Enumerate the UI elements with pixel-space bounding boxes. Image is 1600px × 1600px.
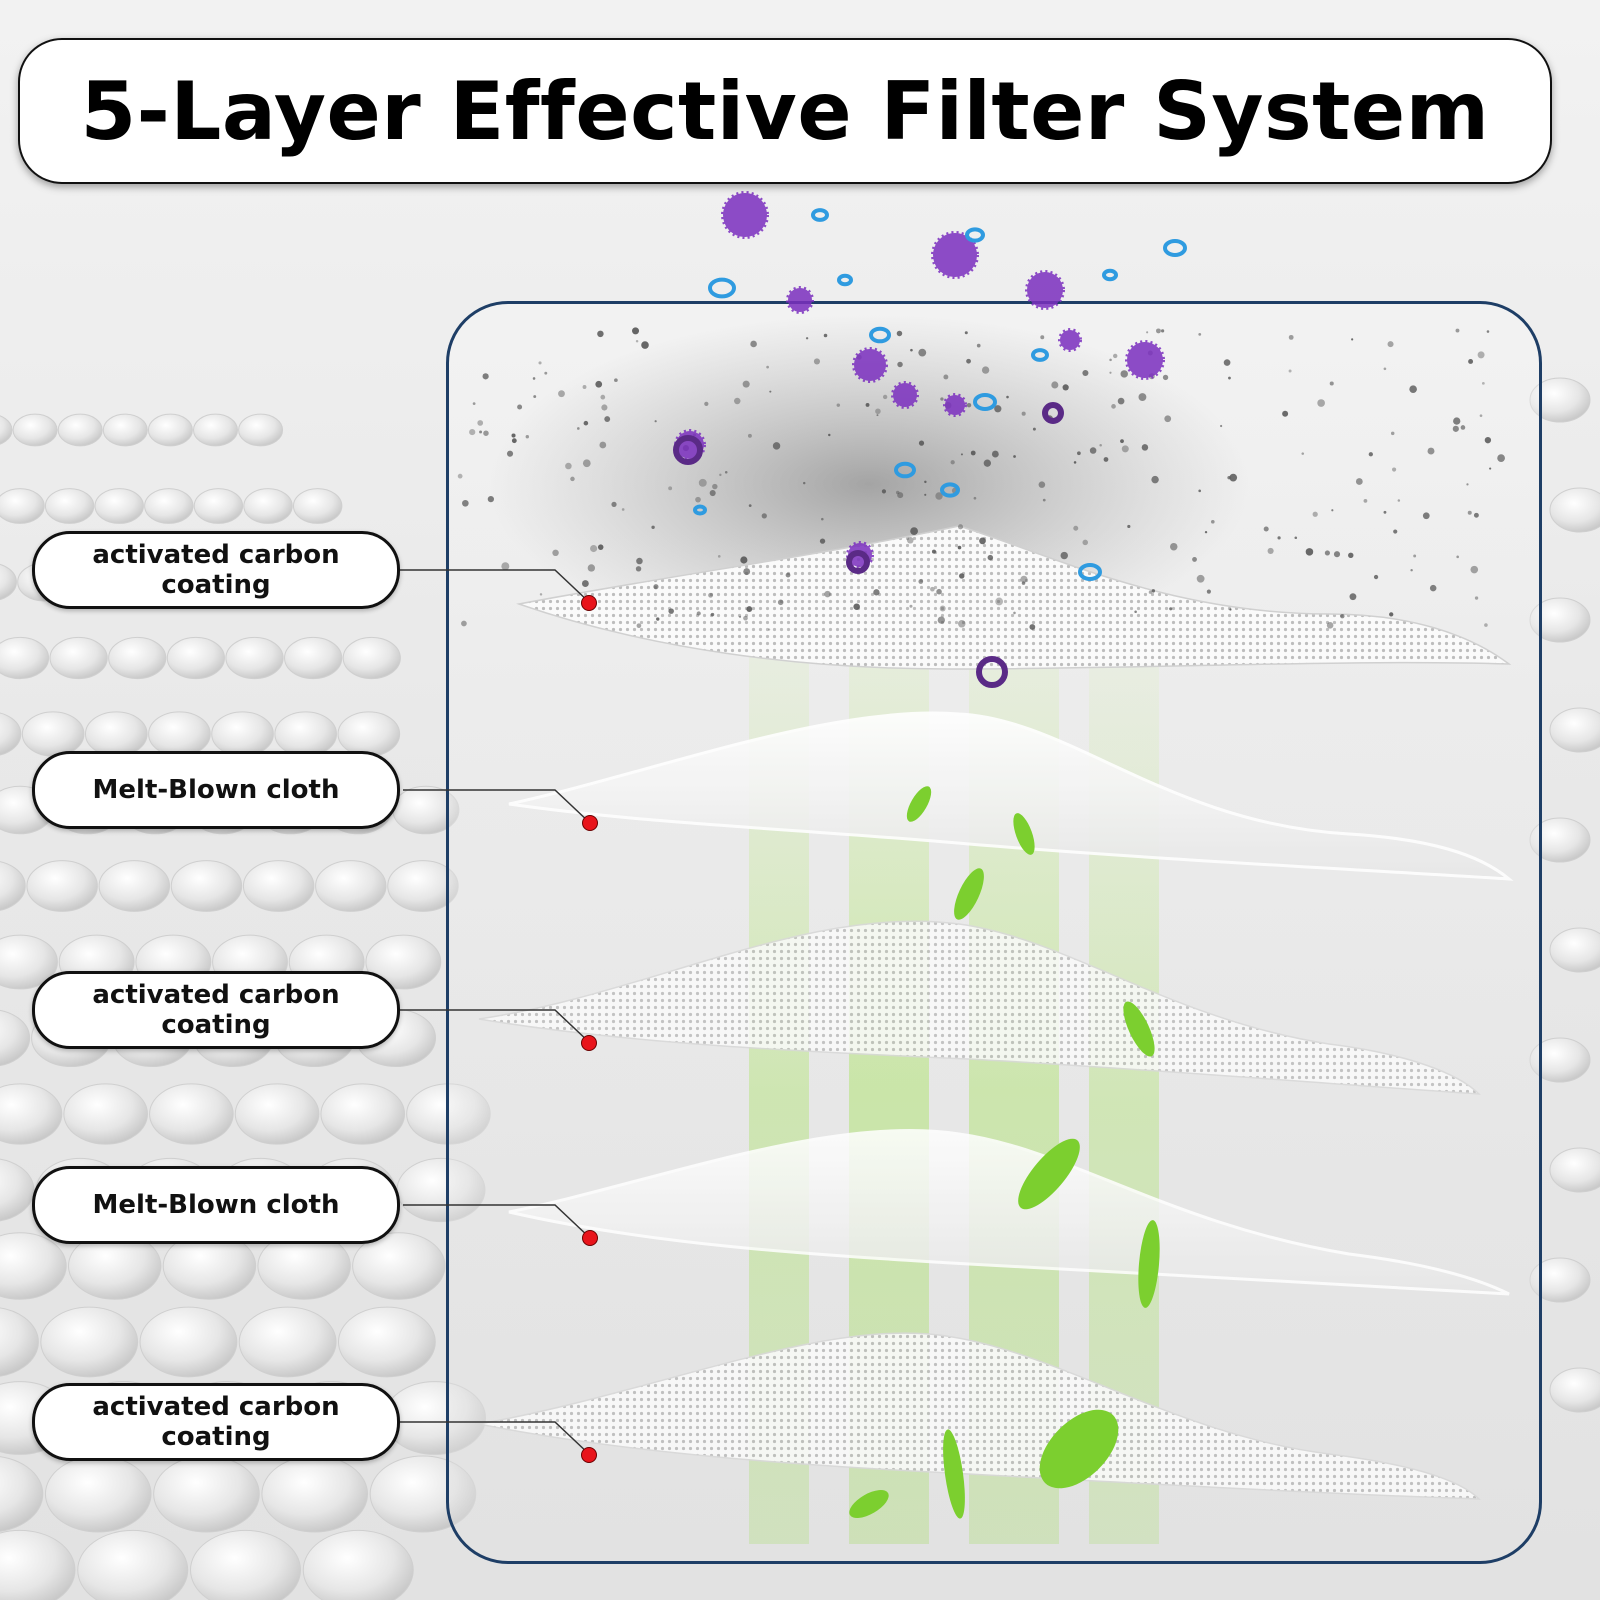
layer-label-5-text: activated carbon coating — [92, 1392, 340, 1452]
background-bubble — [149, 1083, 234, 1145]
layer-5-sheet — [478, 1332, 1481, 1500]
background-bubble — [0, 934, 58, 990]
background-bubble — [1549, 1367, 1600, 1413]
layer-label-3: activated carbon coating — [32, 971, 400, 1049]
background-bubble — [1529, 1257, 1591, 1303]
layer-5-marker — [581, 1447, 597, 1463]
background-bubble — [147, 413, 193, 447]
background-bubble — [225, 636, 284, 680]
background-bubble — [0, 712, 22, 756]
background-bubble — [1529, 597, 1591, 643]
background-bubble — [352, 1232, 446, 1300]
background-bubble — [170, 860, 243, 912]
background-bubble — [77, 1529, 189, 1600]
background-bubble — [44, 1455, 152, 1533]
background-bubble — [337, 1306, 436, 1378]
background-bubble — [153, 1455, 260, 1533]
background-bubble — [0, 415, 13, 445]
background-bubble — [238, 1306, 337, 1378]
layer-label-3-text: activated carbon coating — [92, 980, 340, 1040]
background-bubble — [0, 1529, 76, 1600]
background-bubble — [365, 934, 442, 990]
background-bubble — [234, 1083, 320, 1145]
background-bubble — [320, 1083, 406, 1145]
background-bubble — [302, 1529, 414, 1600]
layer-2-sheet — [508, 711, 1514, 881]
background-bubble — [44, 488, 95, 524]
background-bubble — [337, 711, 401, 757]
layer-label-4-text: Melt-Blown cloth — [92, 1190, 340, 1220]
background-bubble — [0, 563, 17, 601]
background-bubble — [49, 636, 108, 680]
layer-1-sheet — [516, 525, 1512, 670]
background-bubble — [0, 1232, 67, 1300]
layer-3-sheet — [478, 920, 1481, 1095]
background-bubble — [1529, 817, 1591, 863]
background-bubble — [0, 488, 45, 524]
layer-4-sheet — [508, 1129, 1510, 1296]
background-bubble — [193, 413, 238, 447]
background-bubble — [292, 488, 343, 524]
background-bubble — [12, 413, 58, 447]
background-bubble — [0, 1009, 31, 1067]
background-bubble — [57, 413, 103, 447]
title-banner: 5-Layer Effective Filter System — [18, 38, 1552, 184]
layer-label-4: Melt-Blown cloth — [32, 1166, 400, 1244]
background-bubble — [144, 488, 194, 524]
background-bubble — [387, 860, 459, 912]
background-bubble — [94, 488, 144, 524]
background-bubble — [63, 1083, 148, 1145]
background-bubble — [21, 711, 85, 757]
background-bubble — [243, 488, 293, 524]
background-bubble — [98, 860, 171, 912]
background-bubble — [0, 861, 26, 911]
layer-label-1-text: activated carbon coating — [92, 540, 340, 600]
background-bubble — [166, 636, 225, 680]
leaf-decorations — [849, 786, 1160, 1519]
background-bubble — [315, 860, 387, 912]
background-bubble — [242, 860, 315, 912]
background-bubble — [40, 1306, 139, 1378]
background-bubble — [1529, 377, 1591, 423]
layer-1-marker — [581, 595, 597, 611]
background-bubble — [261, 1455, 369, 1533]
background-bubble — [342, 636, 401, 680]
background-bubble — [0, 1307, 39, 1377]
background-bubble — [193, 488, 244, 524]
filter-layers-illustration — [478, 314, 1514, 1544]
background-bubble — [0, 1158, 35, 1222]
background-bubble — [0, 1456, 44, 1532]
background-bubble — [211, 711, 274, 757]
background-bubble — [148, 711, 211, 757]
background-bubble — [84, 711, 148, 757]
background-bubble — [108, 636, 167, 680]
background-bubble — [238, 413, 284, 447]
background-bubble — [26, 860, 98, 912]
layer-3-marker — [581, 1035, 597, 1051]
background-bubble — [0, 1083, 63, 1145]
background-bubble — [1549, 1147, 1600, 1193]
background-bubble — [139, 1306, 238, 1378]
background-bubble — [1529, 1037, 1591, 1083]
layer-label-5: activated carbon coating — [32, 1383, 400, 1461]
layer-label-1: activated carbon coating — [32, 531, 400, 609]
background-bubble — [274, 711, 338, 757]
layer-label-2-text: Melt-Blown cloth — [92, 775, 340, 805]
background-bubble — [1549, 927, 1600, 973]
layer-label-2: Melt-Blown cloth — [32, 751, 400, 829]
background-bubble — [284, 636, 343, 680]
layer-2-marker — [582, 815, 598, 831]
background-bubble — [1549, 707, 1600, 753]
background-bubble — [102, 413, 148, 447]
background-bubble — [190, 1529, 301, 1600]
page-title: 5-Layer Effective Filter System — [80, 64, 1490, 158]
background-bubble — [1549, 487, 1600, 533]
background-bubble — [0, 636, 50, 680]
layer-4-marker — [582, 1230, 598, 1246]
filter-panel — [446, 301, 1542, 1564]
